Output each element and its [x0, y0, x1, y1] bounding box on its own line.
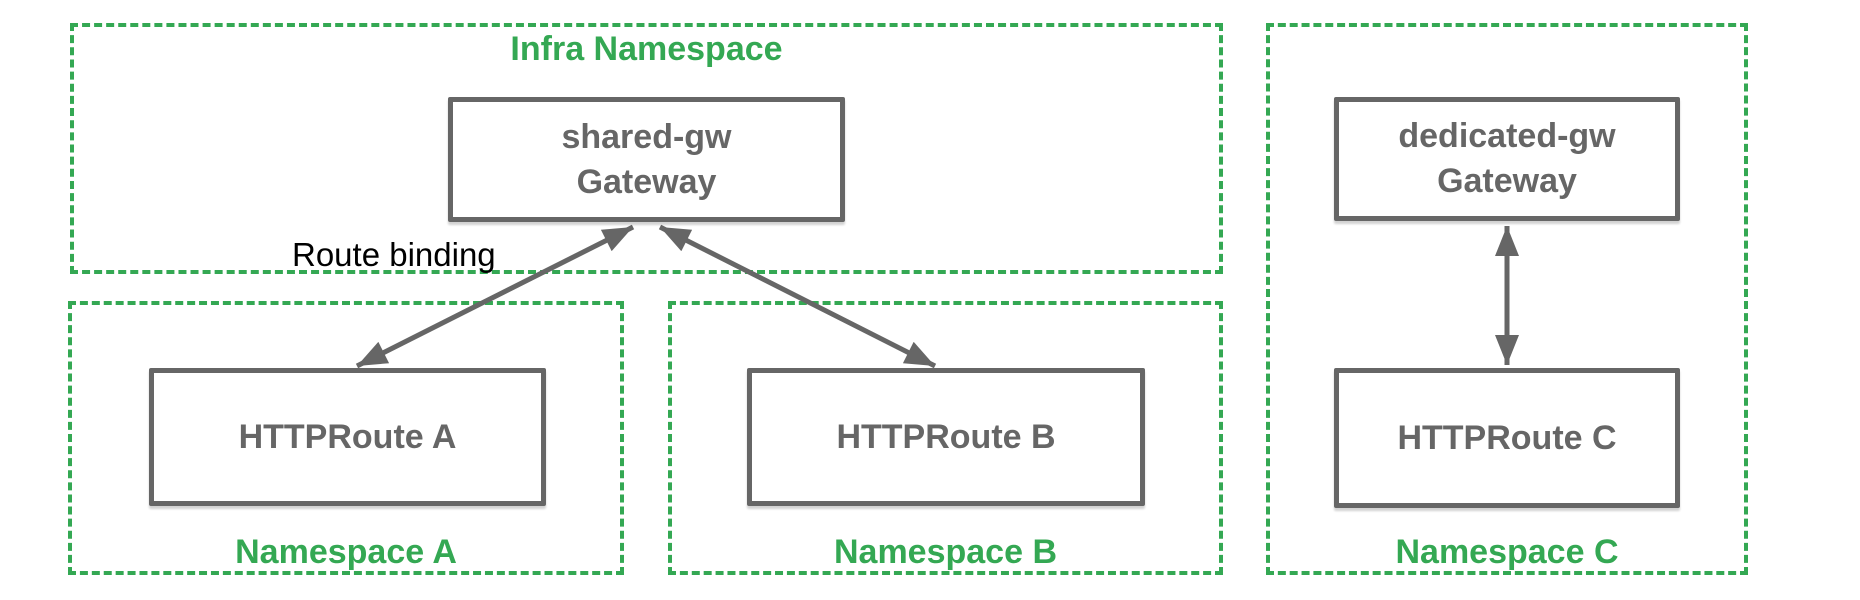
- namespace-c-label: Namespace C: [1395, 533, 1619, 571]
- dedicated-gateway-name: dedicated-gw: [1398, 117, 1616, 155]
- infra-namespace-border: [70, 23, 1223, 274]
- route-binding-label: Route binding: [292, 236, 496, 273]
- namespace-c-border: [1266, 23, 1748, 575]
- namespace-a-border: [68, 301, 624, 575]
- httproute-c-node: HTTPRoute C: [1334, 368, 1680, 508]
- shared-gateway-kind: Gateway: [576, 162, 717, 201]
- infra-namespace-label: Infra Namespace: [510, 30, 783, 68]
- httproute-a-label: HTTPRoute A: [238, 417, 457, 456]
- httproute-b-label: HTTPRoute B: [836, 417, 1056, 456]
- httproute-b-node: HTTPRoute B: [747, 368, 1145, 506]
- httproute-a-node: HTTPRoute A: [149, 368, 546, 506]
- dedicated-gateway-kind: Gateway: [1437, 162, 1577, 200]
- namespace-b-label: Namespace B: [833, 533, 1057, 571]
- shared-gateway-name: shared-gw: [561, 117, 732, 156]
- namespace-a-label: Namespace A: [235, 533, 457, 571]
- namespace-b-border: [668, 301, 1223, 575]
- dedicated-gateway-node: dedicated-gw Gateway: [1334, 97, 1680, 221]
- httproute-c-label: HTTPRoute C: [1397, 418, 1617, 457]
- shared-gateway-node: shared-gw Gateway: [448, 97, 845, 222]
